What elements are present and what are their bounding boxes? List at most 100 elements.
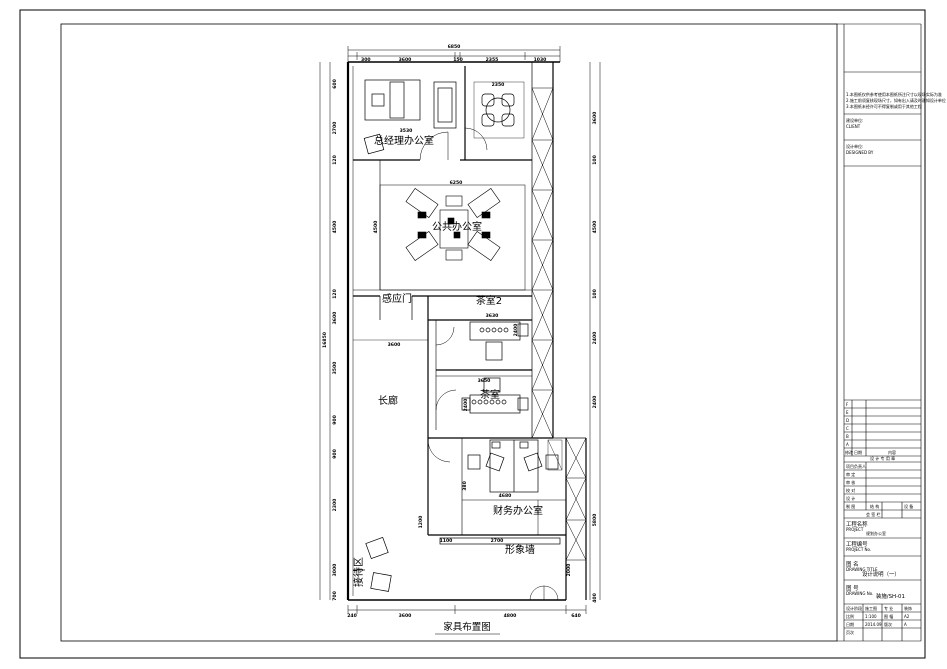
- dim-left-3: 4500: [332, 221, 338, 234]
- designer-en: DESIGNED BY: [846, 150, 874, 155]
- dim-right-2: 4500: [592, 221, 598, 234]
- floor-plan: [346, 61, 587, 601]
- row1-a: 比例: [846, 613, 854, 619]
- lower-column-bracing: [565, 437, 587, 561]
- row0-a: 设计阶段: [846, 605, 862, 611]
- dim-right-1: 100: [592, 155, 598, 165]
- row2-b: 2014.09: [865, 622, 882, 627]
- dim-left-6: 3500: [332, 362, 338, 375]
- row2-d: A: [904, 622, 907, 627]
- drawing-no-en: DRAWING No.: [846, 591, 873, 596]
- dim-left-7: 900: [332, 415, 338, 425]
- room-labels: 总经理办公室 公共办公室 茶室2 茶室 感应门 长廊 财务办公室 形象墙 接待区: [352, 134, 543, 587]
- dim-tea-depth: 2400: [513, 324, 519, 337]
- room-tea-room2: 茶室2: [476, 294, 502, 307]
- dim-wall-height: 1200: [418, 516, 424, 529]
- role-3: 校 对: [846, 487, 855, 493]
- rev-row-d: D: [846, 418, 849, 423]
- dim-top-4: 1030: [534, 57, 547, 63]
- owner-en: CLIENT: [846, 124, 861, 129]
- drawing-no: 装施/SH-01: [876, 592, 905, 600]
- dim-right-3: 100: [592, 289, 598, 299]
- row2-a: 日期: [846, 621, 854, 627]
- dim-bottom-1: 3600: [399, 613, 412, 619]
- dim-gm-width: 3530: [400, 128, 413, 134]
- rev-row-a: A: [846, 442, 849, 447]
- title-block: [837, 23, 922, 642]
- row0-b: 施工图: [865, 605, 877, 611]
- dim-right-0: 3600: [592, 112, 598, 125]
- dim-left-0: 600: [332, 79, 338, 89]
- dim-bottom-0: 240: [347, 613, 357, 619]
- project-name: 规划办公室: [866, 530, 886, 536]
- dim-office-width: 6250: [450, 180, 463, 186]
- designer-label: 设计单位:: [846, 143, 863, 149]
- dim-finance-width: 4680: [499, 493, 512, 499]
- right-column-bracing: [531, 87, 554, 439]
- dimension-lines: [319, 46, 601, 614]
- dim-left-9: 2300: [332, 499, 338, 512]
- note-1: 1.本图纸仅供参考使用本图纸所注尺寸以现场实际为准: [846, 91, 942, 97]
- owner-label: 建设单位:: [846, 117, 863, 123]
- drawing-no-label: 图 号: [846, 584, 859, 592]
- dim-left-5: 3600: [332, 312, 338, 325]
- dim-right-8: 400: [592, 593, 598, 603]
- rev-row-f: F: [846, 402, 849, 407]
- room-image-wall: 形象墙: [505, 543, 535, 556]
- row2-c: 版次: [884, 621, 892, 627]
- seal-col-2: 设 备: [904, 503, 913, 509]
- project-no-en: PROJECT No.: [846, 547, 871, 552]
- dim-tea-width: 3650: [478, 378, 491, 384]
- room-reception: 接待区: [352, 557, 365, 587]
- drawing-name-label: 图 名: [846, 560, 859, 568]
- role-1: 审 定: [846, 471, 855, 477]
- dim-top-1: 3600: [399, 57, 412, 63]
- seal-col-1: 结 构: [870, 503, 879, 509]
- row1-c: 图 幅: [884, 613, 893, 619]
- role-0: 项目负责人: [846, 463, 866, 469]
- dim-right-4: 2400: [592, 332, 598, 345]
- dim-left-8: 900: [332, 449, 338, 459]
- row0-d: 装饰: [904, 605, 912, 611]
- role-5: 制 图: [846, 503, 855, 509]
- outer-frame: [19, 9, 926, 659]
- dim-tea2-width: 3630: [486, 313, 499, 319]
- dim-left-total: 16850: [322, 332, 328, 348]
- dim-office-depth: 4500: [373, 221, 379, 234]
- dim-wall-width: 2700: [491, 538, 504, 544]
- role-4: 设 计: [846, 495, 855, 501]
- dim-right-5: 2400: [592, 396, 598, 409]
- room-tea-room: 茶室: [480, 388, 500, 401]
- rev-row-c: C: [846, 426, 849, 431]
- dim-top-3: 2355: [486, 57, 499, 63]
- drawing-name-en: DRAWING TITLE: [846, 567, 878, 572]
- workstation-cluster: [405, 187, 501, 262]
- title-block-text: 1.本图纸仅供参考使用本图纸所注尺寸以现场实际为准 2.施工前须复核现场尺寸，如…: [845, 91, 946, 635]
- role-2: 审 核: [846, 479, 855, 485]
- dim-left-10: 3000: [332, 564, 338, 577]
- project-no-label: 工程编号: [846, 540, 868, 548]
- dim-wall-left: 1100: [440, 538, 453, 544]
- room-corridor: 长廊: [378, 394, 398, 407]
- dim-tea-depth2: 2400: [463, 399, 469, 412]
- dim-top-0: 300: [361, 57, 371, 63]
- sheet-title: 家具布置图: [443, 621, 491, 633]
- rev-header-date: 日期: [854, 449, 862, 455]
- rev-header-content: 内容: [888, 449, 896, 455]
- dim-left-4: 120: [332, 289, 338, 299]
- design-seal: 设 计 专 用 章: [870, 455, 895, 461]
- room-general-office: 公共办公室: [432, 220, 482, 233]
- room-gm-office: 总经理办公室: [374, 134, 434, 147]
- row3-a: 页次: [846, 629, 854, 635]
- row0-c: 专 业: [884, 605, 893, 611]
- dim-left-2: 120: [332, 155, 338, 165]
- signoff: 会 签 栏: [866, 511, 881, 517]
- dim-top-2: 150: [453, 57, 463, 63]
- dim-top-total: 6850: [448, 44, 461, 50]
- dim-right-6: 5800: [592, 514, 598, 527]
- dimension-labels: 6850 300 3600 150 2355 1030 3530 2350 62…: [322, 44, 598, 619]
- project-name-label: 工程名称: [846, 520, 868, 528]
- inner-frame: [60, 23, 838, 642]
- dim-finance-inner: 380: [462, 481, 468, 491]
